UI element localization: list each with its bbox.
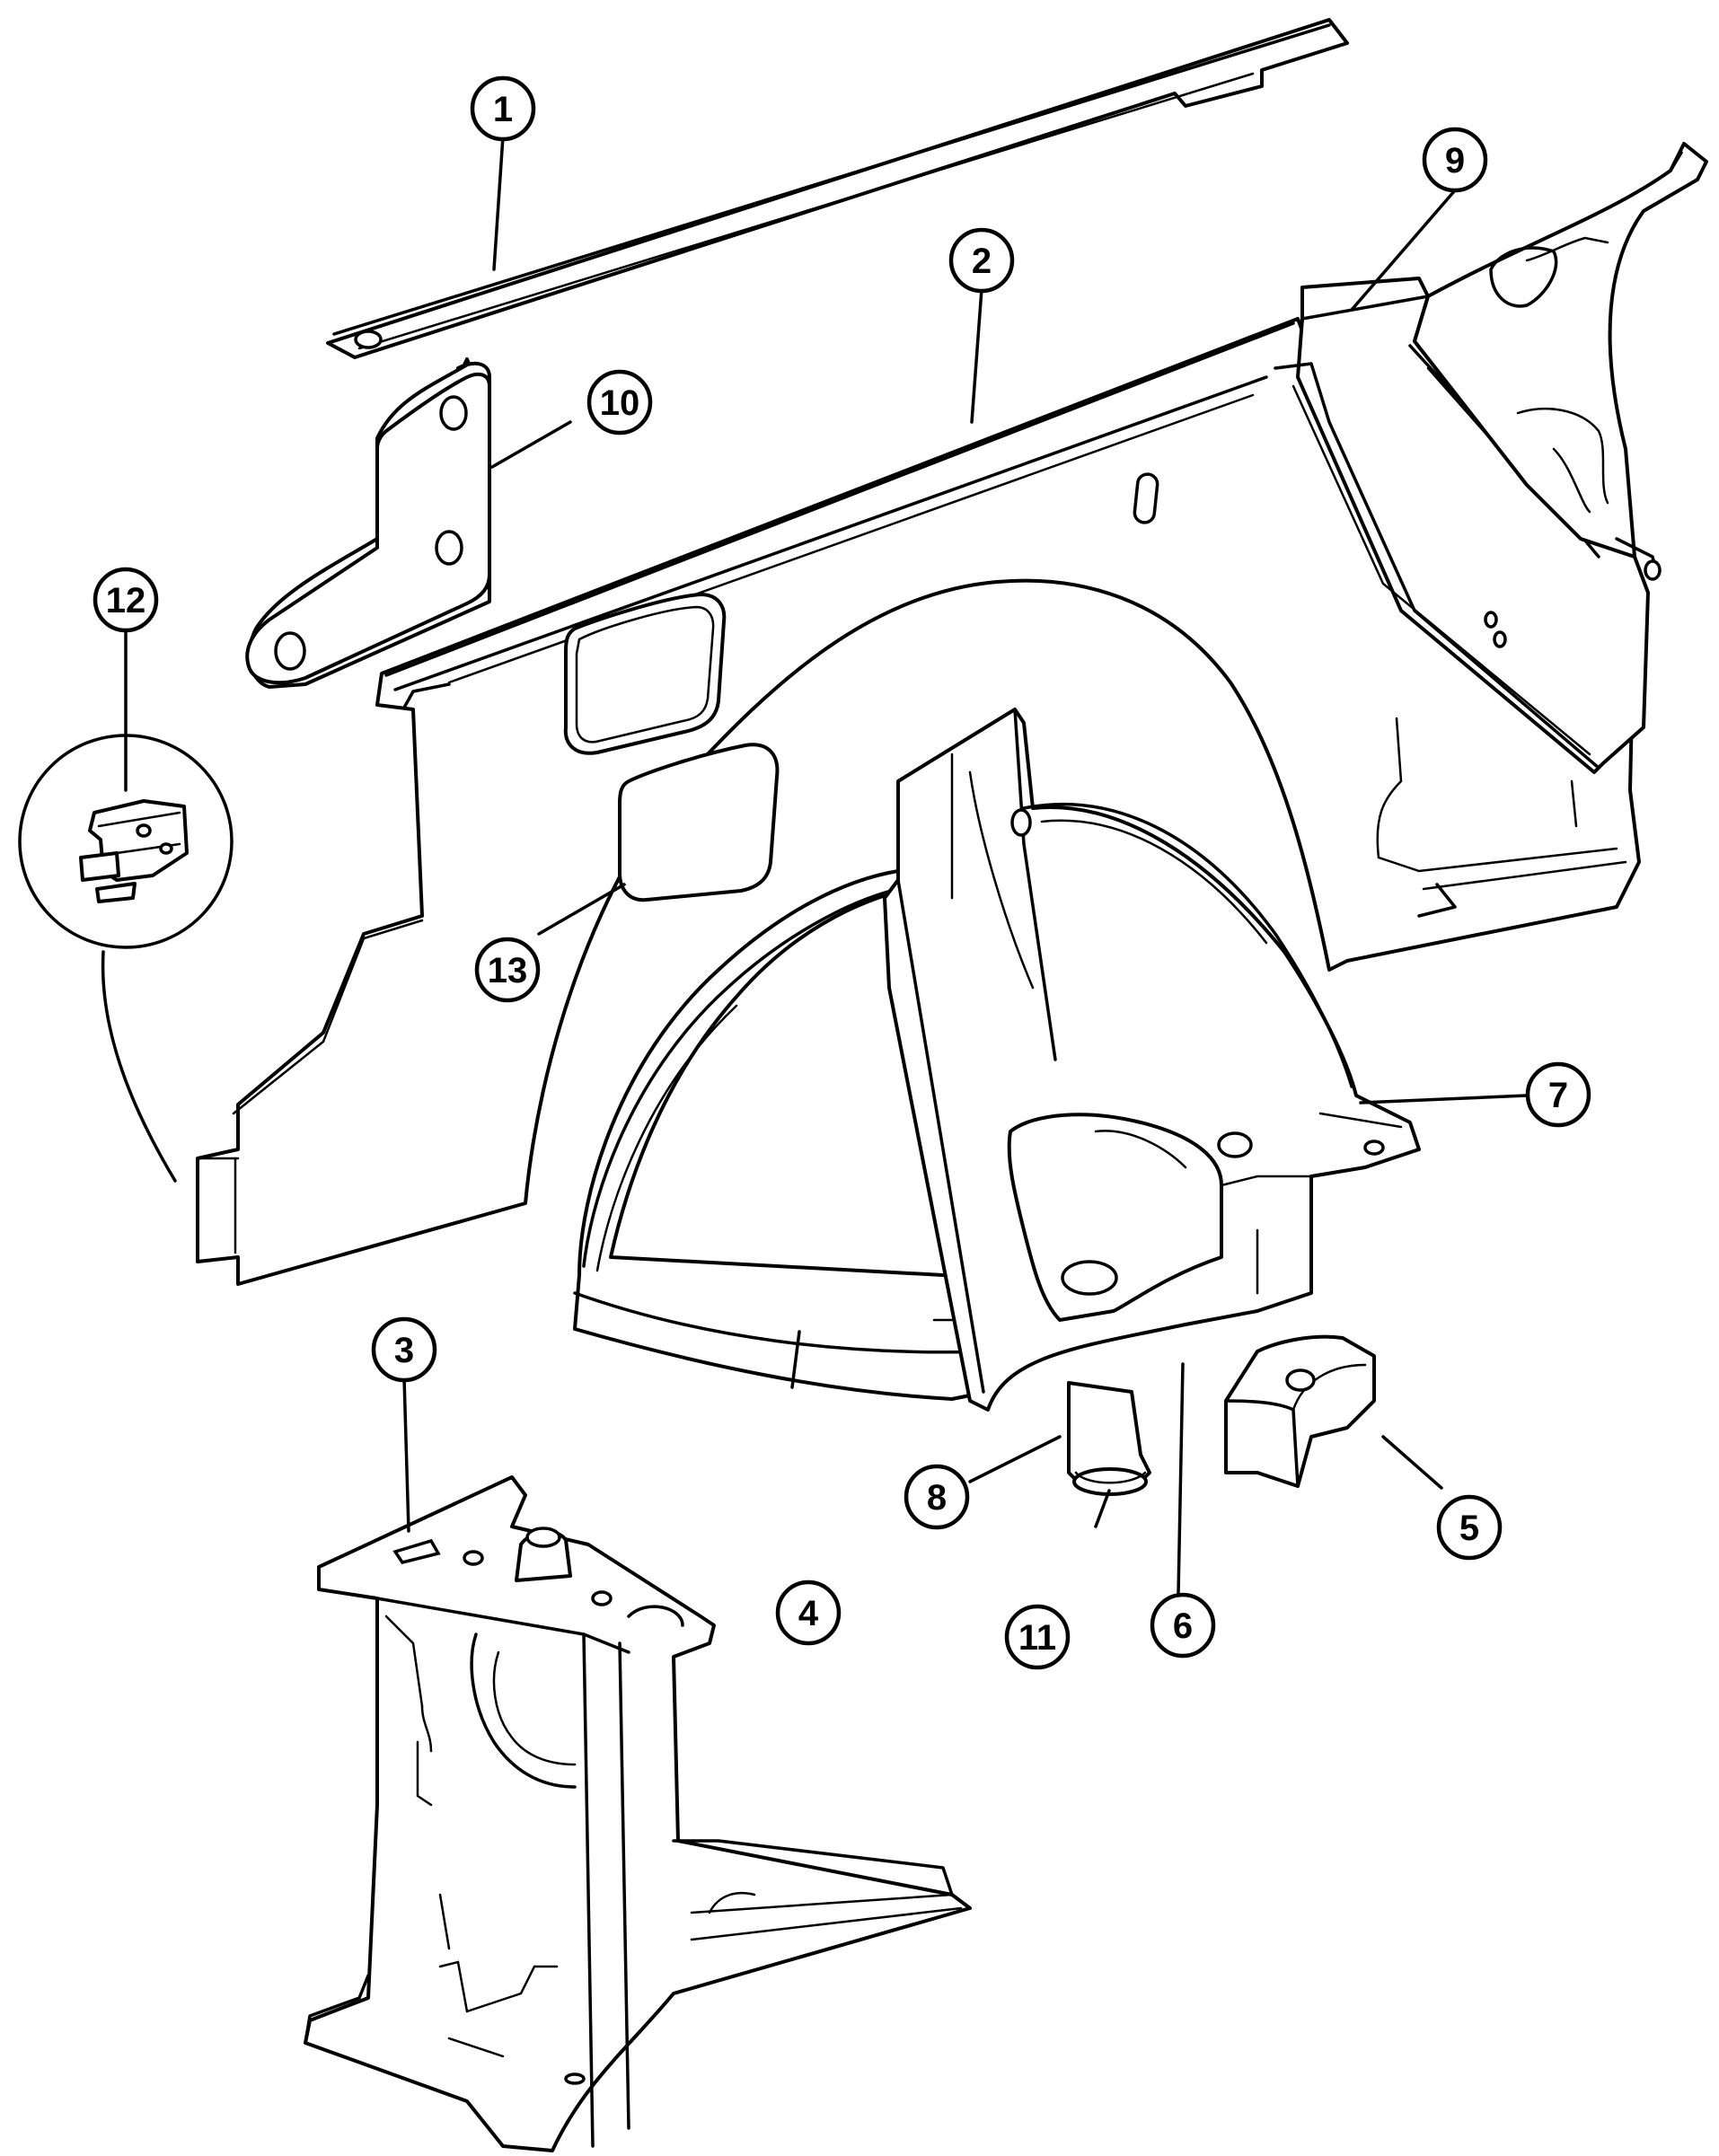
- callout-9-label: 9: [1445, 141, 1465, 180]
- callout-6: 6: [1150, 1592, 1216, 1659]
- leader-2: [970, 287, 983, 424]
- leader-11: [1094, 1489, 1111, 1528]
- callout-5: 5: [1436, 1494, 1503, 1561]
- callout-8: 8: [904, 1464, 970, 1530]
- callout-4: 4: [775, 1580, 842, 1646]
- leader-3: [402, 1377, 410, 1533]
- callout-9: 9: [1422, 127, 1488, 193]
- callout-13-label: 13: [488, 951, 528, 990]
- leader-4: [790, 1330, 801, 1389]
- part-10-mounting-bracket: [245, 357, 491, 689]
- leader-13: [537, 883, 626, 936]
- callout-11-label: 11: [1018, 1618, 1056, 1658]
- leader-7: [1359, 1094, 1529, 1104]
- part-2-quarter-panel: [196, 317, 1641, 1286]
- callout-4-label: 4: [798, 1594, 819, 1633]
- part-13-plug: [618, 743, 780, 902]
- callout-10: 10: [586, 369, 653, 436]
- callout-2: 2: [948, 227, 1015, 294]
- part-9-pillar-extension: [1274, 142, 1708, 774]
- callout-11: 11: [1004, 1604, 1071, 1670]
- leader-9: [1350, 189, 1457, 312]
- part-6-shock-tower: [883, 708, 1421, 1412]
- leader-1: [492, 135, 505, 271]
- callout-3-label: 3: [394, 1331, 414, 1370]
- callout-2-label: 2: [972, 242, 992, 281]
- part-3-rail-assembly: [304, 1475, 972, 2152]
- callout-10-label: 10: [600, 383, 640, 423]
- leader-8: [968, 1435, 1062, 1483]
- leader-lines: [124, 135, 1529, 1596]
- part-11-drain-tube: [1067, 1381, 1151, 1496]
- part-4-wheelhouse: [573, 869, 990, 1401]
- part-12-inset-detail: [18, 734, 234, 1183]
- callout-1: 1: [470, 75, 536, 142]
- callout-3: 3: [371, 1316, 437, 1383]
- callout-1-label: 1: [493, 90, 513, 129]
- leader-10: [490, 420, 572, 469]
- leader-5: [1381, 1435, 1443, 1490]
- callout-12: 12: [93, 567, 159, 633]
- callout-8-label: 8: [927, 1478, 947, 1518]
- callout-5-label: 5: [1459, 1509, 1479, 1548]
- leader-6: [1177, 1362, 1185, 1596]
- callout-7-label: 7: [1548, 1076, 1568, 1115]
- callout-13: 13: [474, 937, 541, 1003]
- callout-7: 7: [1525, 1061, 1591, 1128]
- callout-12-label: 12: [106, 581, 146, 620]
- part-5-small-bracket: [1224, 1334, 1376, 1488]
- part-1-roof-rail-strip: [326, 18, 1349, 359]
- callout-6-label: 6: [1173, 1606, 1193, 1646]
